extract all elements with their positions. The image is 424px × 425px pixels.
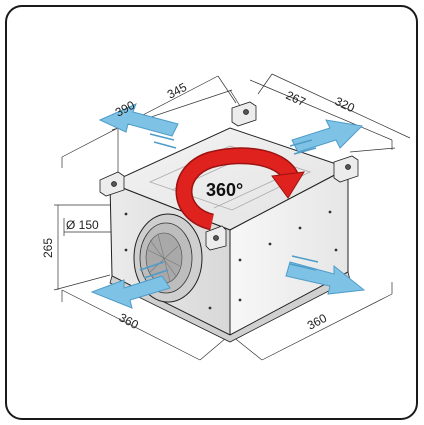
arrow-top-right (291, 119, 364, 153)
rotation-arrow-icon (175, 147, 305, 231)
arrow-bottom-left (90, 275, 171, 309)
arrow-bottom-right (285, 261, 366, 295)
dimension-lines (53, 73, 411, 361)
rotation-label: 360° (206, 180, 243, 200)
screws (124, 210, 338, 310)
dim-diameter-150: Ø 150 (66, 218, 99, 232)
dim-265: 265 (41, 238, 55, 258)
arrow-stripes (139, 133, 319, 279)
corner-brackets (99, 101, 359, 251)
airflow-arrows (90, 103, 366, 309)
arrow-top-left (98, 103, 179, 137)
